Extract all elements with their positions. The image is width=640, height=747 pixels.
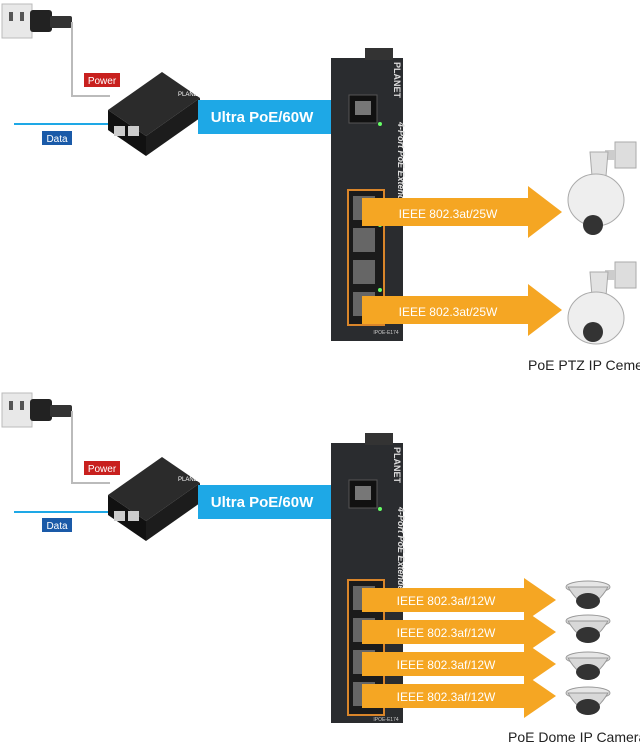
port-arrow-4 — [362, 674, 556, 718]
device-title: 4-Port PoE Extender — [396, 121, 406, 210]
dome-camera-icon — [565, 580, 611, 609]
device-brand: PLANET — [392, 447, 402, 484]
port-label-1: IEEE 802.3af/12W — [397, 594, 496, 608]
svg-text:PLANET: PLANET — [178, 92, 202, 98]
power-plug-icon — [30, 10, 72, 32]
poe-injector: PLANET — [108, 72, 202, 156]
power-label: Power — [88, 76, 117, 87]
device-model: IPOE-E174 — [373, 717, 399, 723]
port-label-2: IEEE 802.3af/12W — [397, 626, 496, 640]
power-label-box — [84, 73, 120, 87]
ptz-camera-icon — [567, 141, 637, 235]
wall-outlet-icon — [1, 392, 33, 428]
power-plug-icon — [30, 399, 72, 421]
data-label: Data — [46, 521, 68, 532]
power-label-box — [84, 461, 120, 475]
port-arrow-3 — [362, 642, 556, 686]
device-title: 4-Port PoE Extender — [396, 506, 406, 595]
power-label: Power — [88, 464, 117, 475]
port-label-1: IEEE 802.3at/25W — [399, 207, 498, 221]
svg-text:PLANET: PLANET — [178, 477, 202, 483]
top-diagram: Power Data PLANET Ultra PoE/60W PLANET 4… — [0, 0, 640, 373]
device-brand: PLANET — [392, 62, 402, 99]
data-label-box — [42, 518, 72, 532]
port-arrow-1 — [362, 578, 556, 622]
port-arrow-2 — [362, 610, 556, 654]
top-diagram-canvas: Power Data PLANET Ultra PoE/60W PLANET 4… — [1, 3, 637, 345]
dome-camera-icon — [565, 686, 611, 715]
camera-caption: PoE Dome IP Camera — [508, 729, 640, 745]
port-label-3: IEEE 802.3af/12W — [397, 658, 496, 672]
uplink-arrow — [198, 473, 368, 531]
device-model: IPOE-E174 — [373, 330, 399, 336]
camera-caption: PoE PTZ IP Ceme — [528, 357, 640, 373]
port-arrow-1 — [362, 186, 562, 238]
poe-injector: PLANET — [108, 457, 202, 541]
power-cable — [71, 411, 110, 484]
wall-outlet-icon — [1, 3, 33, 39]
port-label-4: IEEE 802.3af/12W — [397, 690, 496, 704]
uplink-label: Ultra PoE/60W — [211, 494, 314, 511]
port-arrow-2 — [362, 284, 562, 336]
power-cable — [71, 22, 110, 97]
uplink-label: Ultra PoE/60W — [211, 109, 314, 126]
dome-camera-icon — [565, 614, 611, 643]
data-label: Data — [46, 134, 68, 145]
uplink-arrow — [198, 88, 368, 146]
bottom-diagram-canvas: Power Data PLANET Ultra PoE/60W PLANET 4… — [1, 392, 611, 723]
port-label-2: IEEE 802.3at/25W — [399, 305, 498, 319]
bottom-diagram: Power Data PLANET Ultra PoE/60W PLANET 4… — [0, 375, 640, 747]
dome-camera-icon — [565, 651, 611, 680]
ptz-camera-icon — [567, 261, 637, 345]
data-label-box — [42, 131, 72, 145]
